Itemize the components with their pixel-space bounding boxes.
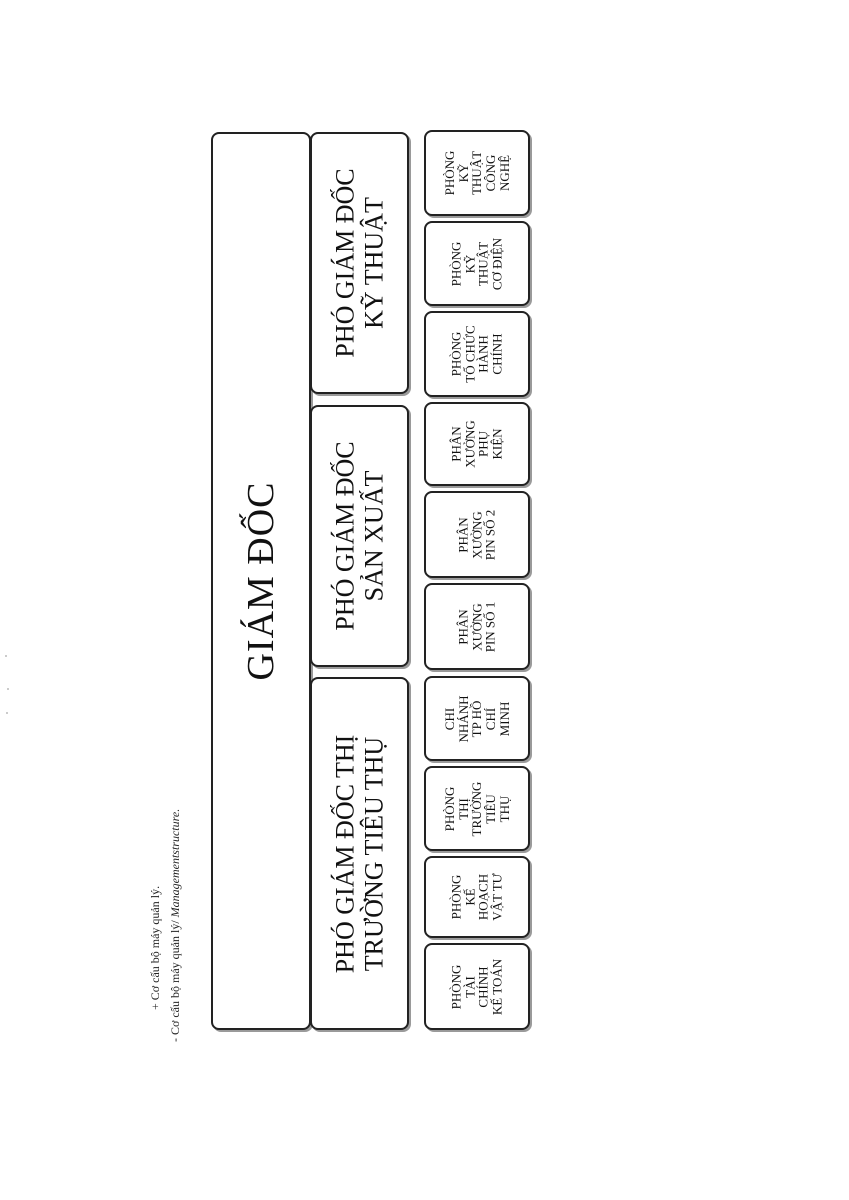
dept-label-line: THỊ: [455, 797, 471, 820]
deputy-title-line: PHÓ GIÁM ĐỐC: [329, 441, 359, 631]
deputy-title-line: TRƯỜNG TIÊU THỤ: [358, 736, 388, 971]
dept-label-line: PHÒNG: [448, 331, 464, 377]
dept-label-line: THUẬT: [469, 150, 485, 196]
deputy-production-label: PHÓ GIÁM ĐỐC SẢN XUẤT: [329, 441, 388, 631]
dept-label-line: CHÍNH: [489, 333, 505, 375]
dept-label: CHI NHÁNH TP HỒ CHÍ MINH: [441, 695, 512, 742]
dept-label: PHÂN XƯỞNG PIN SỐ 2: [455, 509, 498, 560]
caption-line-2-italic: Managementstructure.: [168, 808, 182, 918]
dept-finance-accounting-box: PHÒNG TÀI CHÍNH KẾ TOÁN: [424, 943, 530, 1030]
dept-label-line: XƯỞNG: [469, 602, 485, 651]
deputy-sales-box: PHÓ GIÁM ĐỐC THỊ TRƯỜNG TIÊU THỤ: [310, 677, 409, 1030]
caption-line-2-prefix: - Cơ cấu bộ máy quản lý/: [168, 917, 182, 1042]
dept-market-sales-box: PHÒNG THỊ TRƯỜNG TIÊU THỤ: [424, 766, 530, 851]
dept-label-line: NGHỆ: [496, 154, 512, 192]
dept-label-line: PHÒNG: [448, 241, 464, 286]
dept-label-line: CƠ ĐIỆN: [489, 237, 505, 290]
deputy-technical-label: PHÓ GIÁM ĐỐC KỸ THUẬT: [329, 168, 388, 358]
dept-label: PHÂN XƯỞNG PIN SỐ 1: [455, 601, 498, 652]
dept-label: PHÒNG TỔ CHỨC HÀNH CHÍNH: [448, 325, 505, 383]
dept-label: PHÒNG KỸ THUẬT CƠ ĐIỆN: [448, 237, 505, 290]
dept-label-line: THUẬT: [476, 241, 491, 286]
dept-label-line: CHÍ: [482, 707, 498, 730]
dept-label-line: PHÂN: [455, 608, 471, 645]
dept-label-line: KẾ TOÁN: [489, 958, 505, 1015]
dept-accessories-workshop-box: PHÂN XƯỞNG PHỤ KIỆN: [424, 402, 530, 486]
dept-label-line: TỔ CHỨC: [462, 325, 478, 383]
dept-label-line: PIN SỐ 1: [482, 601, 498, 652]
caption-line-1: + Cơ cấu bộ máy quản lý.: [148, 885, 162, 1010]
dept-label-line: PHỤ: [476, 430, 491, 458]
deputy-title-line: PHÓ GIÁM ĐỐC: [329, 168, 359, 358]
dept-label-line: PHÒNG: [441, 150, 457, 196]
dept-label-line: VẬT TƯ: [489, 873, 505, 921]
dept-label-line: MINH: [496, 701, 512, 736]
dept-label: PHÒNG KẾ HOẠCH VẬT TƯ: [448, 873, 505, 921]
dept-label-line: HÀNH: [476, 335, 491, 373]
dept-battery-workshop-2-box: PHÂN XƯỞNG PIN SỐ 2: [424, 491, 530, 578]
dept-label: PHÂN XƯỞNG PHỤ KIỆN: [448, 420, 505, 468]
dept-label-line: NHÁNH: [455, 695, 471, 742]
scan-speck: [5, 655, 7, 657]
dept-label-line: PIN SỐ 2: [482, 509, 498, 560]
caption-line-2: - Cơ cấu bộ máy quản lý/ Managementstruc…: [168, 809, 183, 1042]
dept-label-line: KIỆN: [489, 428, 505, 460]
dept-label-line: PHÒNG: [448, 964, 464, 1009]
dept-label-line: TP HỒ: [469, 700, 485, 737]
deputy-sales-label: PHÓ GIÁM ĐỐC THỊ TRƯỜNG TIÊU THỤ: [329, 734, 388, 973]
dept-planning-supplies-box: PHÒNG KẾ HOẠCH VẬT TƯ: [424, 856, 530, 938]
dept-label-line: PHÒNG: [441, 786, 457, 831]
dept-label-line: TIÊU: [482, 793, 498, 824]
director-box: GIÁM ĐỐC: [211, 132, 311, 1030]
dept-label-line: KỸ: [455, 163, 471, 183]
dept-battery-workshop-1-box: PHÂN XƯỞNG PIN SỐ 1: [424, 583, 530, 670]
dept-label-line: PHÒNG: [448, 874, 464, 920]
dept-label-line: XƯỞNG: [462, 420, 478, 468]
dept-label-line: CHÍNH: [476, 965, 491, 1008]
deputy-production-box: PHÓ GIÁM ĐỐC SẢN XUẤT: [310, 405, 409, 667]
dept-label: PHÒNG TÀI CHÍNH KẾ TOÁN: [448, 958, 505, 1015]
dept-label: PHÒNG KỸ THUẬT CÔNG NGHỆ: [441, 150, 512, 196]
dept-electromechanical-box: PHÒNG KỸ THUẬT CƠ ĐIỆN: [424, 221, 530, 306]
dept-hcm-branch-box: CHI NHÁNH TP HỒ CHÍ MINH: [424, 676, 530, 761]
deputy-technical-box: PHÓ GIÁM ĐỐC KỸ THUẬT: [310, 132, 409, 394]
dept-label-line: TRƯỜNG: [469, 781, 485, 836]
dept-label-line: KẾ: [462, 888, 478, 906]
dept-label-line: THỤ: [496, 795, 512, 822]
dept-label-line: CÔNG: [482, 154, 498, 192]
dept-label-line: KỸ: [462, 254, 478, 273]
dept-label-line: PHÂN: [448, 426, 464, 462]
deputy-title-line: PHÓ GIÁM ĐỐC THỊ: [329, 734, 359, 973]
dept-label-line: HOẠCH: [476, 873, 491, 921]
deputy-title-line: SẢN XUẤT: [358, 470, 388, 602]
dept-administration-box: PHÒNG TỔ CHỨC HÀNH CHÍNH: [424, 311, 530, 397]
scan-speck: [7, 688, 9, 690]
deputy-title-line: KỸ THUẬT: [358, 197, 388, 329]
dept-label-line: XƯỞNG: [469, 510, 485, 559]
dept-label: PHÒNG THỊ TRƯỜNG TIÊU THỤ: [441, 781, 512, 836]
dept-label-line: CHI: [441, 707, 457, 730]
dept-label-line: TÀI: [462, 975, 478, 998]
dept-label-line: PHÂN: [455, 516, 471, 553]
scan-speck: [6, 712, 8, 714]
dept-technology-box: PHÒNG KỸ THUẬT CÔNG NGHỆ: [424, 130, 530, 216]
director-label: GIÁM ĐỐC: [240, 481, 282, 681]
director-title: GIÁM ĐỐC: [240, 481, 282, 681]
